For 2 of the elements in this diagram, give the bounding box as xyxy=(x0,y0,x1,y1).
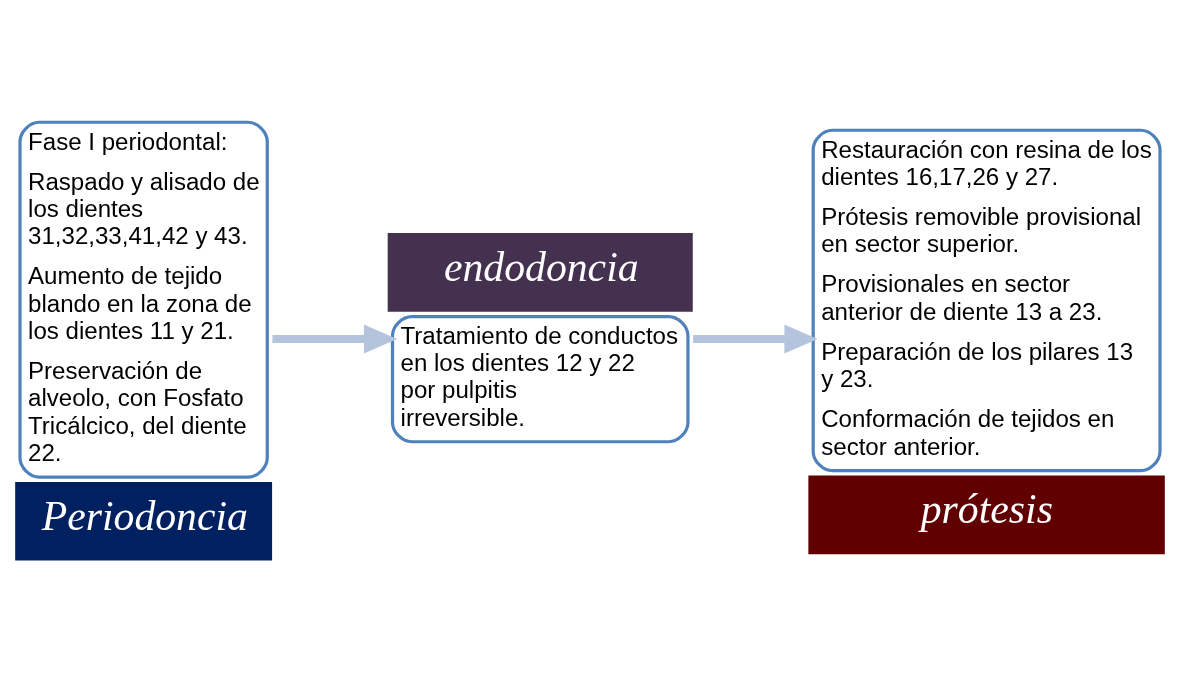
arrow xyxy=(272,323,398,354)
arrow xyxy=(693,323,818,354)
